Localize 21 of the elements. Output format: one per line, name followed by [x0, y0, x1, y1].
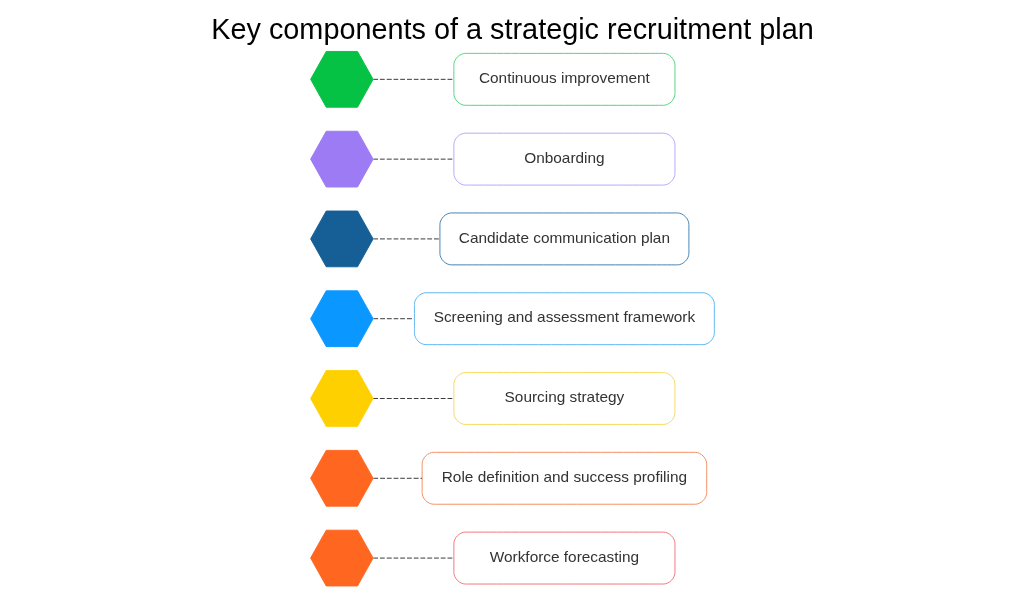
connector [372, 318, 414, 320]
node-box: Onboarding [452, 132, 675, 186]
node-hexagon [309, 449, 374, 507]
connector [372, 158, 454, 160]
node-hexagon [309, 370, 374, 427]
connector [372, 398, 454, 399]
node-box: Sourcing strategy [452, 372, 675, 425]
diagram-title: Key components of a strategic recruitment plan [210, 12, 814, 45]
node-hexagon [309, 290, 374, 348]
node-box: Screening and assessment framework [413, 292, 715, 346]
node-hexagon [309, 529, 374, 587]
node-box: Workforce forecasting [452, 531, 675, 585]
connector [372, 78, 454, 80]
node-hexagon [309, 51, 374, 108]
node-hexagon [309, 210, 374, 268]
connector [372, 477, 422, 479]
connector [372, 238, 440, 240]
node-hexagon [309, 130, 374, 188]
node-box: Candidate communication plan [438, 212, 689, 266]
node-box: Role definition and success profiling [421, 451, 707, 505]
node-box: Continuous improvement [452, 52, 675, 106]
